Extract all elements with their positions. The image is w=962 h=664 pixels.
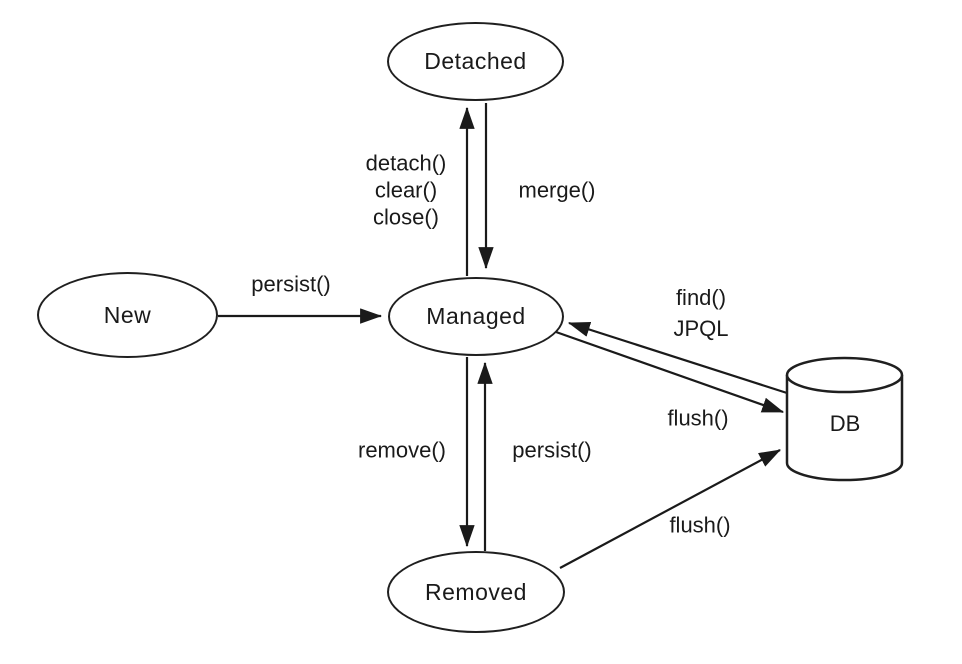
edge-label-persist-new-to-managed: persist() xyxy=(251,271,331,297)
db-cylinder xyxy=(785,356,904,482)
edge-flush-managed-to-db xyxy=(555,330,785,414)
edge-label-line-jpql: JPQL xyxy=(673,316,729,341)
edge-label-line-close: close() xyxy=(372,204,439,230)
db-cylinder-body xyxy=(785,375,904,482)
edge-flush-removed-to-db xyxy=(559,449,781,569)
state-label-managed: Managed xyxy=(426,303,526,329)
state-label-new: New xyxy=(103,301,152,328)
state-node-detached: Detached xyxy=(387,22,564,101)
edge-find-db-to-managed xyxy=(567,321,788,395)
edge-label-merge: merge() xyxy=(518,177,596,203)
edge-label-persist-removed-to-managed: persist() xyxy=(512,437,592,463)
state-node-new: New xyxy=(37,272,218,358)
edge-label-remove: remove() xyxy=(357,437,447,463)
edge-label-line-detach: detach() xyxy=(365,150,447,176)
edge-label-line-clear: clear() xyxy=(374,177,438,203)
state-label-removed: Removed xyxy=(425,578,527,605)
edge-label-find-jpql: find() JPQL xyxy=(673,282,728,344)
state-label-db: DB xyxy=(829,411,861,436)
edge-label-flush-managed-to-db: flush() xyxy=(667,405,729,431)
edge-label-line-find: find() xyxy=(675,285,727,310)
db-cylinder-top xyxy=(785,356,904,394)
edge-label-flush-removed-to-db: flush() xyxy=(669,512,731,538)
state-node-managed: Managed xyxy=(388,277,564,356)
state-node-removed: Removed xyxy=(387,551,565,633)
edge-label-detach-clear-close: detach() clear() close() xyxy=(366,150,447,231)
state-label-detached: Detached xyxy=(424,48,527,74)
